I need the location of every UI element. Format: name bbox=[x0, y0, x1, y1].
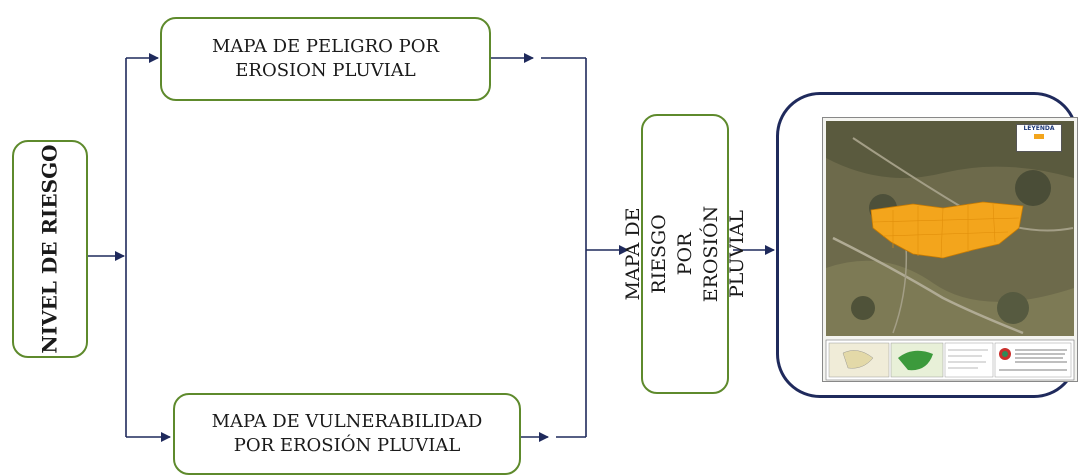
nivel-riesgo-box: NIVEL DE RIESGO bbox=[12, 140, 88, 358]
nivel-riesgo-label: NIVEL DE RIESGO bbox=[38, 144, 63, 354]
risk-map-thumbnail bbox=[822, 117, 1078, 382]
mapa-riesgo-label: MAPA DE RIESGO POR EROSIÓN PLUVIAL bbox=[622, 205, 749, 303]
map-legend-title: LEYENDA bbox=[1023, 125, 1055, 132]
map-legend: LEYENDA bbox=[1016, 124, 1062, 152]
mapa-peligro-box: MAPA DE PELIGRO POR EROSION PLUVIAL bbox=[160, 17, 491, 101]
legend-swatch-icon bbox=[1034, 134, 1044, 139]
mapa-vulnerabilidad-label: MAPA DE VULNERABILIDAD POR EROSIÓN PLUVI… bbox=[211, 411, 483, 456]
map-graphic bbox=[825, 121, 1075, 381]
mapa-riesgo-box: MAPA DE RIESGO POR EROSIÓN PLUVIAL bbox=[622, 114, 748, 394]
mapa-peligro-label: MAPA DE PELIGRO POR EROSION PLUVIAL bbox=[211, 36, 440, 81]
mapa-vulnerabilidad-box: MAPA DE VULNERABILIDAD POR EROSIÓN PLUVI… bbox=[173, 393, 521, 475]
map-legend-item bbox=[1017, 133, 1061, 141]
